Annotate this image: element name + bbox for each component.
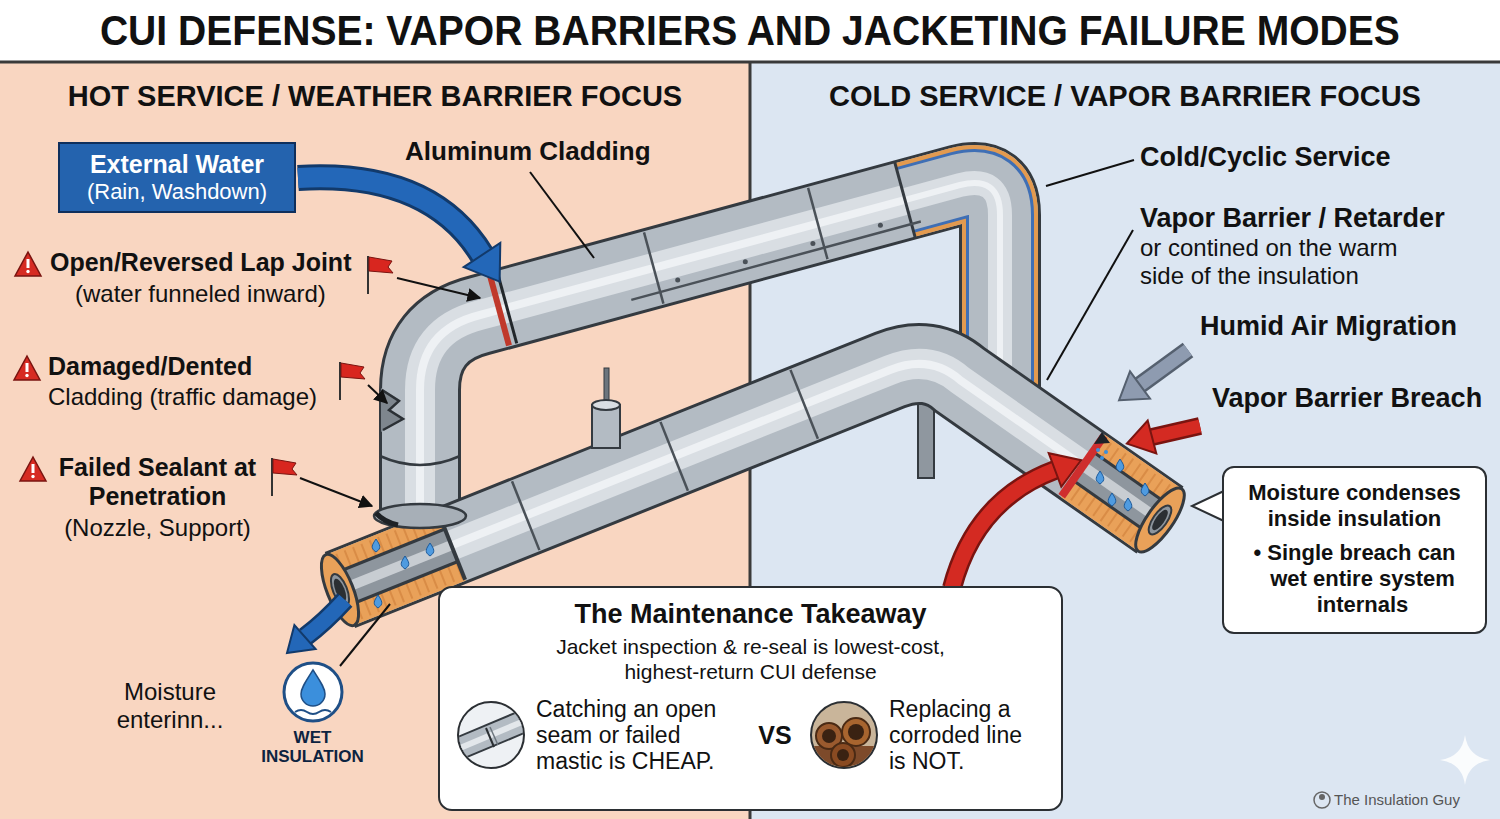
failure-label: Open/Reversed Lap Joint xyxy=(50,248,365,277)
callout-box: Moisture condenses inside insulation • Si… xyxy=(1222,466,1487,634)
source-box: External Water(Rain, Washdown) xyxy=(58,142,296,213)
part-note: or contined on the warm side of the insu… xyxy=(1140,234,1440,290)
comparison-text: Catching an open seam or failed mastic i… xyxy=(536,696,741,774)
comparison-text: Replacing a corroded line is NOT. xyxy=(889,696,1037,774)
box-subtitle: Jacket inspection & re-seal is lowest-co… xyxy=(531,634,971,684)
water-drop-icon xyxy=(281,660,345,724)
lower-pipe xyxy=(340,364,1160,590)
failure-label: Failed Sealant at Penetration xyxy=(40,453,275,511)
warning-icons xyxy=(14,252,46,481)
panel-heading: HOT SERVICE / WEATHER BARRIER FOCUS xyxy=(68,79,682,113)
failure-note: (Nozzle, Support) xyxy=(40,514,275,542)
flow-label: Humid Air Migration xyxy=(1200,311,1492,342)
penetration-collar xyxy=(374,504,466,528)
cladding-dent xyxy=(381,388,404,432)
part-label: Aluminum Cladding xyxy=(405,136,667,166)
box-heading: External Water xyxy=(68,149,286,179)
icon-caption: WET INSULATION xyxy=(250,728,375,766)
watermark: The Insulation Guy xyxy=(1334,791,1494,808)
cold-cutaway xyxy=(1062,432,1193,559)
versus-mark: VS xyxy=(745,720,805,750)
takeaway-box: The Maintenance TakeawayJacket inspectio… xyxy=(438,586,1063,811)
box-heading: The Maintenance Takeaway xyxy=(456,598,1045,630)
box-note: (Rain, Washdown) xyxy=(68,179,286,205)
nozzle xyxy=(592,368,620,448)
panel-heading: COLD SERVICE / VAPOR BARRIER FOCUS xyxy=(829,79,1421,113)
note-label: Moisture enterinn... xyxy=(105,678,235,734)
pipe-support xyxy=(918,400,934,478)
failure-label: Damaged/Dented xyxy=(48,352,333,381)
comparison-row: Catching an open seam or failed mastic i… xyxy=(456,696,1045,774)
seam-icon xyxy=(456,700,526,770)
part-label: Vapor Barrier / Retarder xyxy=(1140,203,1490,234)
diagram-title: CUI DEFENSE: VAPOR BARRIERS AND JACKETIN… xyxy=(100,4,1400,58)
part-label: Cold/Cyclic Service xyxy=(1140,142,1485,173)
callout-heading: Moisture condenses inside insulation xyxy=(1238,480,1471,532)
bullet-text: • Single breach can wet entire system in… xyxy=(1238,540,1471,618)
status-icon: WET INSULATION xyxy=(250,660,375,766)
callout-tail xyxy=(1192,490,1226,522)
flow-label: Vapor Barrier Breach xyxy=(1212,383,1496,414)
air-arrows xyxy=(952,350,1200,588)
failure-note: Cladding (traffic damage) xyxy=(48,383,336,411)
corroded-pipe-icon xyxy=(809,700,879,770)
failure-note: (water funneled inward) xyxy=(75,280,365,308)
title-bar: CUI DEFENSE: VAPOR BARRIERS AND JACKETIN… xyxy=(0,4,1500,60)
